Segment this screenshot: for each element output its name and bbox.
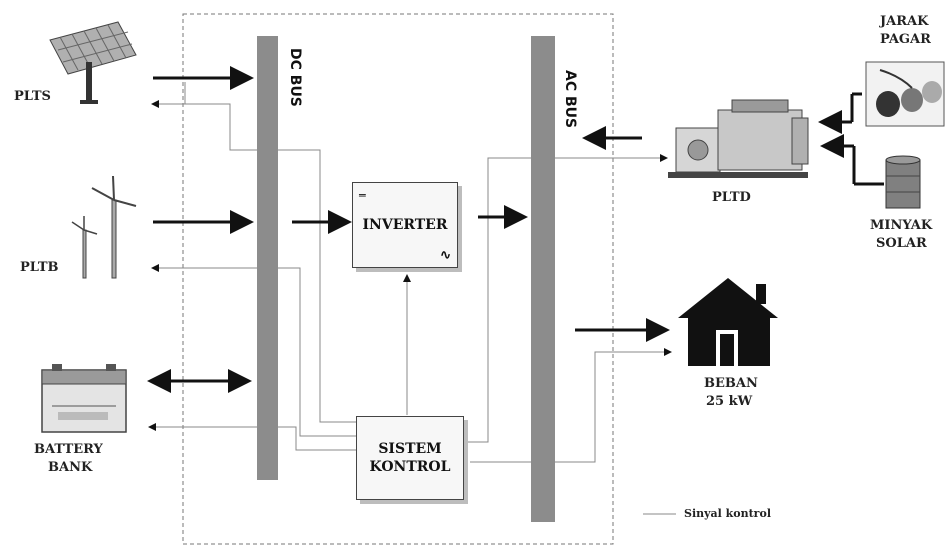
beban-label-line2: 25 kW — [706, 394, 753, 409]
control-label-line1: SISTEM — [378, 441, 442, 457]
generator-icon — [668, 99, 809, 178]
plts-label: PLTS — [14, 89, 51, 104]
dc-bus — [257, 36, 278, 480]
fuel-drum-icon — [885, 155, 921, 209]
beban-label-line1: BEBAN — [704, 376, 758, 391]
ac-bus — [531, 36, 555, 522]
inverter-box: INVERTER ═ ∿ — [352, 182, 458, 268]
jatropha-plant-icon — [865, 61, 945, 127]
solar-panel-icon — [49, 21, 137, 104]
dc-symbol-icon: ═ — [359, 189, 366, 202]
jarak-label-line2: PAGAR — [880, 32, 931, 47]
dc-bus-label: DC BUS — [287, 48, 303, 107]
pltd-label: PLTD — [712, 190, 751, 205]
house-icon — [678, 278, 778, 366]
power-flow-arrows — [147, 66, 884, 393]
control-label-line2: KONTROL — [369, 459, 451, 475]
jarak-label-line1: JARAK — [880, 14, 929, 29]
battery-label-line1: BATTERY — [34, 442, 103, 457]
wind-turbine-icon — [71, 175, 137, 279]
minyak-label-line1: MINYAK — [870, 218, 933, 233]
minyak-label-line2: SOLAR — [876, 236, 927, 251]
system-boundary — [182, 13, 614, 545]
ac-bus-label: AC BUS — [562, 70, 578, 129]
ac-wave-icon: ∿ — [440, 248, 451, 263]
control-system-box: SISTEM KONTROL — [356, 416, 464, 500]
pltb-label: PLTB — [20, 260, 59, 275]
battery-label-line2: BANK — [48, 460, 93, 475]
battery-bank-icon — [41, 364, 127, 433]
legend-label: Sinyal kontrol — [684, 507, 771, 520]
inverter-label: INVERTER — [362, 217, 448, 233]
